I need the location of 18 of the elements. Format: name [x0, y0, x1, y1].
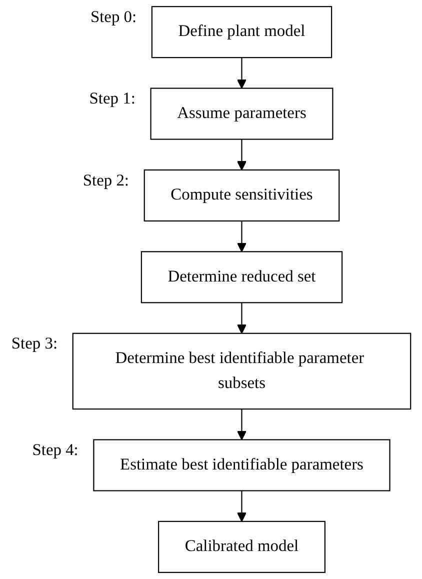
step-label: Step 0: — [90, 6, 137, 26]
node-box: Compute sensitivities — [144, 169, 340, 222]
node-box: Assume parameters — [150, 88, 334, 140]
arrow — [236, 302, 247, 334]
arrow — [236, 409, 247, 440]
step-label: Step 2: — [82, 170, 130, 190]
arrow — [236, 220, 247, 252]
step-label: Step 3: — [11, 334, 58, 353]
node-box: Calibrated model — [158, 520, 326, 573]
node-box: Define plant model — [151, 6, 332, 58]
step-label: Step 4: — [32, 440, 78, 460]
step-label: Step 1: — [89, 88, 136, 108]
arrow — [236, 139, 247, 170]
arrow — [236, 490, 247, 522]
node-box: Determine reduced set — [140, 251, 343, 304]
node-box: Determine best identifiable parameter subsets — [72, 332, 412, 410]
node-box: Estimate best identifiable parameters — [93, 439, 390, 492]
arrow — [236, 58, 247, 89]
